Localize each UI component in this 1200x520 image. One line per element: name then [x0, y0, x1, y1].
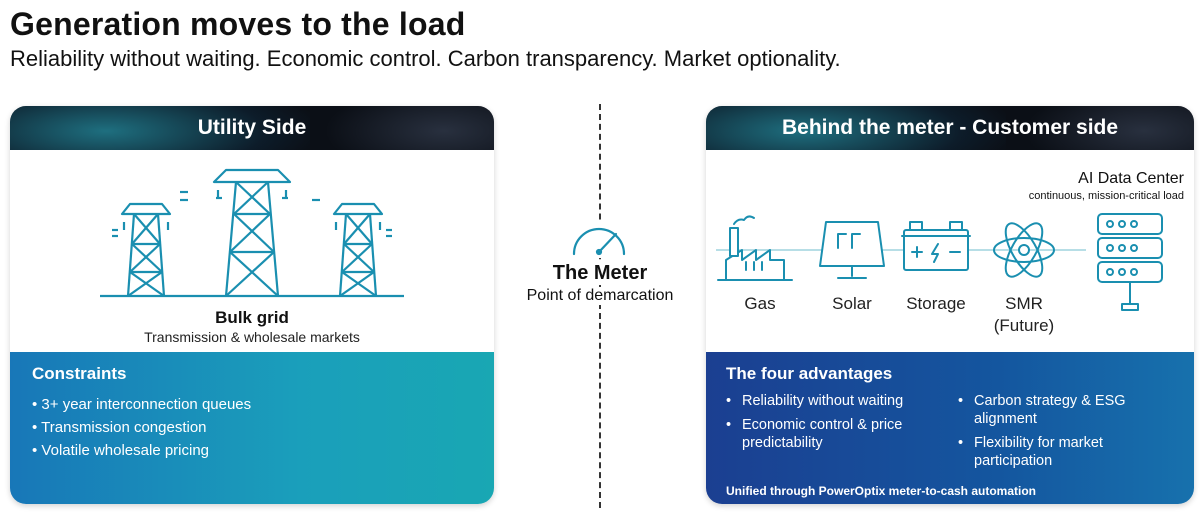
- advantage-item: Reliability without waiting: [726, 392, 946, 410]
- server-rack-icon: [1097, 213, 1163, 311]
- ai-data-center-title: AI Data Center: [1078, 170, 1184, 187]
- constraints-title: Constraints: [32, 364, 127, 383]
- customer-card: Behind the meter - Customer side AI Data…: [706, 106, 1194, 504]
- utility-card: Utility Side: [10, 106, 494, 504]
- transmission-towers-icon: [100, 168, 404, 298]
- solar-panel-icon: [819, 221, 885, 279]
- utility-card-header: Utility Side: [10, 106, 494, 150]
- bulk-grid-subtitle: Transmission & wholesale markets: [144, 329, 360, 345]
- atom-icon: [993, 222, 1055, 278]
- bulk-grid-title: Bulk grid: [215, 308, 289, 327]
- source-label-gas: Gas: [744, 294, 776, 313]
- meter-divider-line: [599, 104, 601, 508]
- gas-plant-icon: [717, 215, 793, 281]
- source-label-smr: SMR: [1005, 294, 1043, 313]
- ai-data-center-subtitle: continuous, mission-critical load: [1028, 190, 1184, 202]
- constraint-item: 3+ year interconnection queues: [32, 396, 251, 413]
- constraint-item: Volatile wholesale pricing: [32, 442, 251, 459]
- source-label-solar: Solar: [832, 294, 872, 313]
- advantages-list-right: Carbon strategy & ESG alignment Flexibil…: [958, 392, 1178, 476]
- source-label-smr-future: (Future): [993, 316, 1055, 335]
- constraints-panel: Constraints 3+ year interconnection queu…: [10, 352, 494, 504]
- utility-header-label: Utility Side: [197, 116, 307, 139]
- source-label-storage: Storage: [906, 294, 966, 313]
- customer-header-label: Behind the meter - Customer side: [781, 116, 1119, 139]
- advantage-item: Carbon strategy & ESG alignment: [958, 392, 1178, 428]
- advantages-footer: Unified through PowerOptix meter-to-cash…: [726, 484, 1037, 498]
- energy-sources-icons: [716, 213, 1163, 311]
- constraint-item: Transmission congestion: [32, 419, 251, 436]
- page-title: Generation moves to the load: [10, 6, 466, 42]
- customer-card-header: Behind the meter - Customer side: [706, 106, 1194, 150]
- advantage-item: Economic control & price predictability: [726, 416, 946, 452]
- constraints-list: 3+ year interconnection queues Transmiss…: [32, 396, 251, 465]
- battery-icon: [901, 221, 971, 271]
- page-subtitle: Reliability without waiting. Economic co…: [10, 46, 841, 71]
- gauge-icon: [568, 222, 630, 258]
- advantages-panel: The four advantages Reliability without …: [706, 352, 1194, 504]
- advantages-title: The four advantages: [726, 364, 893, 383]
- advantage-item: Flexibility for market participation: [958, 434, 1178, 470]
- meter-title: The Meter: [500, 262, 700, 285]
- advantages-list-left: Reliability without waiting Economic con…: [726, 392, 946, 458]
- meter-subtitle: Point of demarcation: [500, 287, 700, 305]
